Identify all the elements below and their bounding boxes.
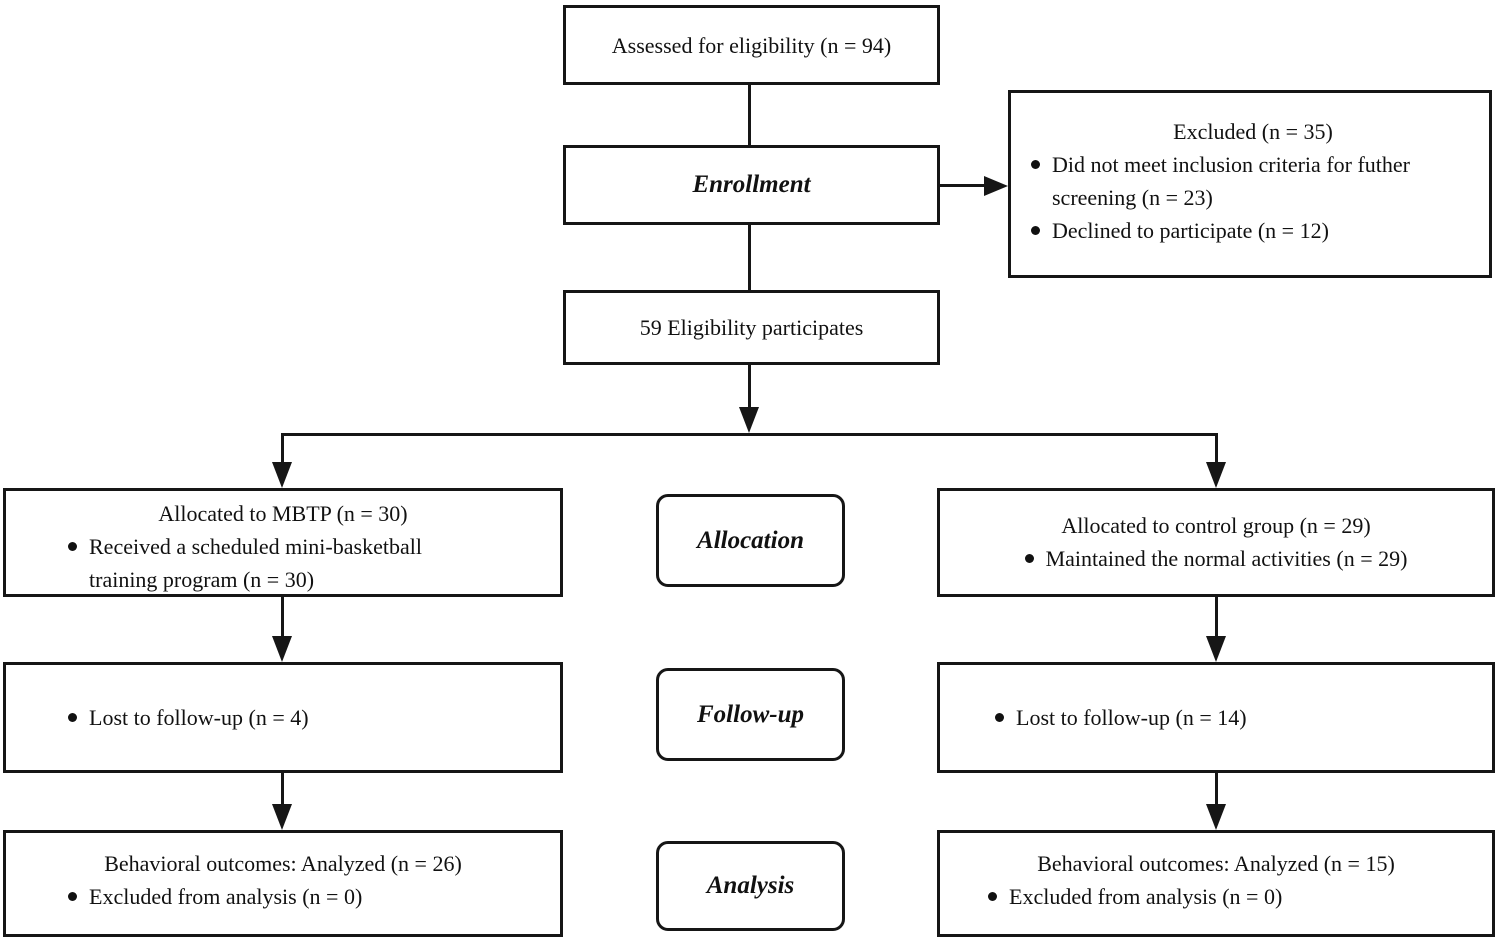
bullet-icon (68, 713, 77, 722)
bullet-icon (68, 892, 77, 901)
assessed-eligibility-box: Assessed for eligibility (n = 94) (563, 5, 940, 85)
connector-mbtp-followup-to-analysis (281, 773, 284, 810)
mbtp-allocation-box: Allocated to MBTP (n = 30) Received a sc… (3, 488, 563, 597)
arrowhead-down-icon (1206, 636, 1226, 662)
mbtp-analysis-title: Behavioral outcomes: Analyzed (n = 26) (104, 851, 462, 876)
control-analysis-bullet: Excluded from analysis (n = 0) (940, 880, 1492, 913)
eligibility-participates-text: 59 Eligibility participates (639, 315, 864, 340)
control-followup-bullet: Lost to follow-up (n = 14) (940, 701, 1247, 734)
bullet-icon (1031, 226, 1040, 235)
mbtp-followup-bullet: Lost to follow-up (n = 4) (6, 701, 309, 734)
arrowhead-down-icon (1206, 804, 1226, 830)
arrowhead-down-icon (272, 462, 292, 488)
connector-mbtp-alloc-to-followup (281, 597, 284, 642)
excluded-bullet-2: Declined to participate (n = 12) (1031, 214, 1475, 247)
connector-control-alloc-to-followup (1215, 597, 1218, 642)
mbtp-allocation-bullet: Received a scheduled mini-basketball tra… (6, 530, 560, 596)
connector-branch-to-control (1215, 433, 1218, 468)
assessed-eligibility-text: Assessed for eligibility (n = 94) (611, 32, 892, 58)
eligibility-participates-box: 59 Eligibility participates (563, 290, 940, 365)
mbtp-allocation-bullet-text: Received a scheduled mini-basketball tra… (89, 534, 422, 592)
bullet-icon (995, 713, 1004, 722)
connector-control-followup-to-analysis (1215, 773, 1218, 810)
bullet-icon (1024, 554, 1034, 563)
mbtp-analysis-bullet-text: Excluded from analysis (n = 0) (89, 884, 363, 909)
excluded-bullet-1: Did not meet inclusion criteria for futh… (1031, 148, 1475, 214)
followup-stage-box: Follow-up (656, 668, 845, 761)
connector-enrollment-to-excluded (940, 184, 988, 187)
mbtp-allocation-title: Allocated to MBTP (n = 30) (158, 501, 408, 526)
control-analysis-title: Behavioral outcomes: Analyzed (n = 15) (1037, 851, 1395, 876)
control-allocation-bullet-text: Maintained the normal activities (n = 29… (1045, 546, 1408, 571)
bullet-icon (68, 542, 77, 551)
enrollment-stage-label: Enrollment (692, 171, 811, 199)
connector-enrollment-to-eligibility (748, 225, 751, 290)
excluded-title: Excluded (n = 35) (1173, 119, 1333, 144)
control-analysis-bullet-text: Excluded from analysis (n = 0) (1009, 884, 1283, 909)
mbtp-followup-bullet-text: Lost to follow-up (n = 4) (89, 705, 309, 730)
arrowhead-down-icon (272, 804, 292, 830)
analysis-stage-box: Analysis (656, 841, 845, 931)
excluded-box: Excluded (n = 35) Did not meet inclusion… (1008, 90, 1492, 278)
mbtp-followup-box: Lost to follow-up (n = 4) (3, 662, 563, 773)
enrollment-stage-box: Enrollment (563, 145, 940, 225)
branch-horizontal-line (282, 433, 1218, 436)
excluded-bullet-2-text: Declined to participate (n = 12) (1052, 218, 1329, 243)
control-followup-box: Lost to follow-up (n = 14) (937, 662, 1495, 773)
arrowhead-down-icon (272, 636, 292, 662)
arrowhead-down-icon (1206, 462, 1226, 488)
bullet-icon (988, 892, 997, 901)
control-analysis-box: Behavioral outcomes: Analyzed (n = 15) E… (937, 830, 1495, 937)
mbtp-analysis-box: Behavioral outcomes: Analyzed (n = 26) E… (3, 830, 563, 937)
control-followup-bullet-text: Lost to follow-up (n = 14) (1016, 705, 1247, 730)
connector-branch-to-mbtp (281, 433, 284, 468)
mbtp-analysis-bullet: Excluded from analysis (n = 0) (6, 880, 560, 913)
allocation-stage-label: Allocation (697, 526, 804, 554)
followup-stage-label: Follow-up (697, 700, 804, 728)
arrowhead-right-icon (984, 175, 1008, 196)
connector-assessed-to-enrollment (748, 85, 751, 145)
connector-eligibility-to-branch (748, 365, 751, 413)
control-allocation-bullet: Maintained the normal activities (n = 29… (940, 542, 1492, 575)
bullet-icon (1031, 160, 1040, 169)
arrowhead-down-icon (739, 407, 759, 433)
control-allocation-box: Allocated to control group (n = 29) Main… (937, 488, 1495, 597)
analysis-stage-label: Analysis (706, 872, 795, 900)
allocation-stage-box: Allocation (656, 494, 845, 587)
control-allocation-title: Allocated to control group (n = 29) (1061, 513, 1371, 538)
excluded-bullet-1-text: Did not meet inclusion criteria for futh… (1052, 152, 1410, 210)
